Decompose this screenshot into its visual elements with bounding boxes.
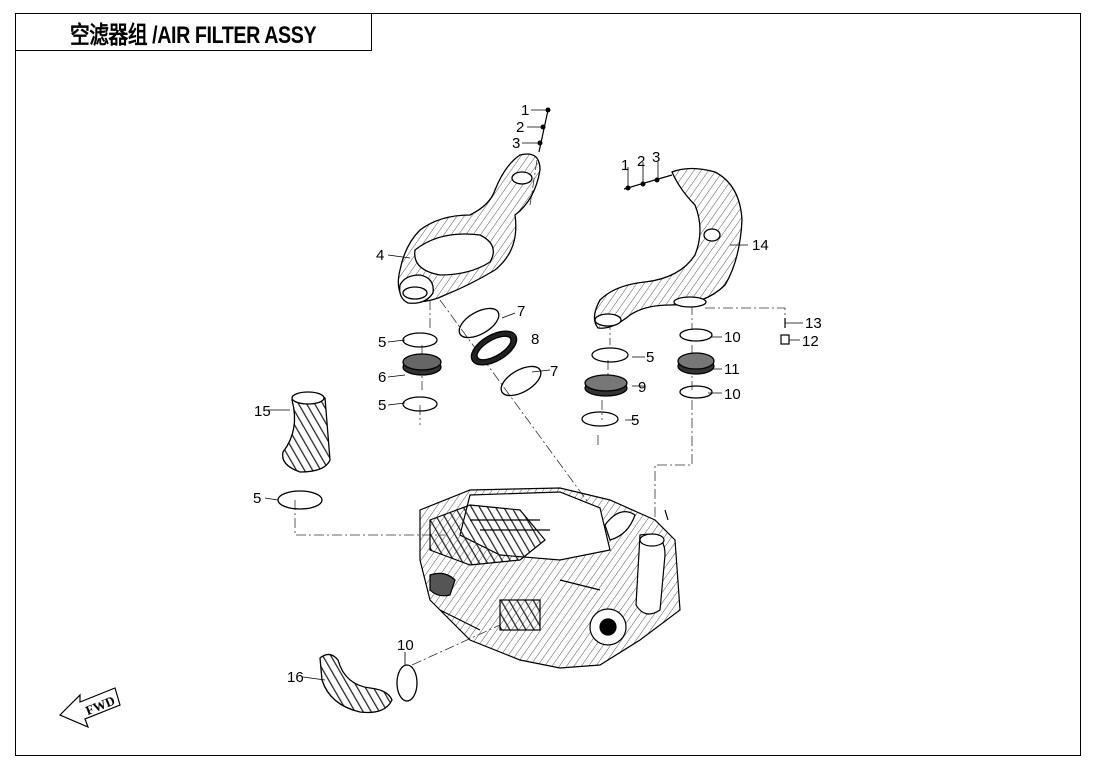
lower-duct-16 (319, 653, 393, 714)
right-intake-duct (593, 167, 743, 329)
callout-10: 10 (724, 329, 741, 346)
callout-15: 15 (254, 403, 271, 420)
sensor-plug (780, 318, 790, 345)
callout-7: 7 (550, 363, 558, 380)
page-title: 空滤器组 /AIR FILTER ASSY (70, 21, 317, 49)
title-box: 空滤器组 /AIR FILTER ASSY (15, 13, 372, 51)
callout-5: 5 (378, 334, 386, 351)
callout-5: 5 (378, 397, 386, 414)
callout-6: 6 (378, 369, 386, 386)
callout-5: 5 (646, 349, 654, 366)
intake-hose-15 (281, 391, 331, 473)
rubber-boots (402, 330, 715, 397)
callout-13: 13 (805, 315, 822, 332)
callout-10: 10 (397, 637, 414, 654)
callout-11: 11 (724, 361, 740, 378)
callout-10: 10 (724, 386, 741, 403)
engine-assembly (419, 487, 681, 669)
callout-16: 16 (287, 669, 304, 686)
left-intake-duct (397, 153, 541, 304)
screw-nut-washer-left (537, 107, 551, 153)
fwd-label: FWD (83, 693, 117, 718)
hose-clamps (277, 307, 713, 702)
callout-7: 7 (517, 303, 525, 320)
callout-2: 2 (516, 119, 524, 136)
callout-14: 14 (752, 237, 769, 254)
callout-12: 12 (802, 333, 819, 350)
screw-nut-washer-right (623, 174, 673, 191)
callout-8: 8 (531, 331, 539, 348)
callout-5: 5 (253, 490, 261, 507)
callout-1: 1 (621, 157, 629, 174)
callout-labels: 1 2 3 1 2 3 4 5 6 5 7 8 7 5 9 5 10 11 10… (253, 102, 822, 686)
callout-1: 1 (521, 102, 529, 119)
fwd-direction-arrow: FWD (58, 687, 121, 729)
callout-2: 2 (637, 153, 645, 170)
callout-3: 3 (512, 135, 520, 152)
callout-9: 9 (638, 379, 646, 396)
callout-4: 4 (376, 247, 384, 264)
callout-3: 3 (652, 149, 660, 166)
callout-5: 5 (631, 412, 639, 429)
